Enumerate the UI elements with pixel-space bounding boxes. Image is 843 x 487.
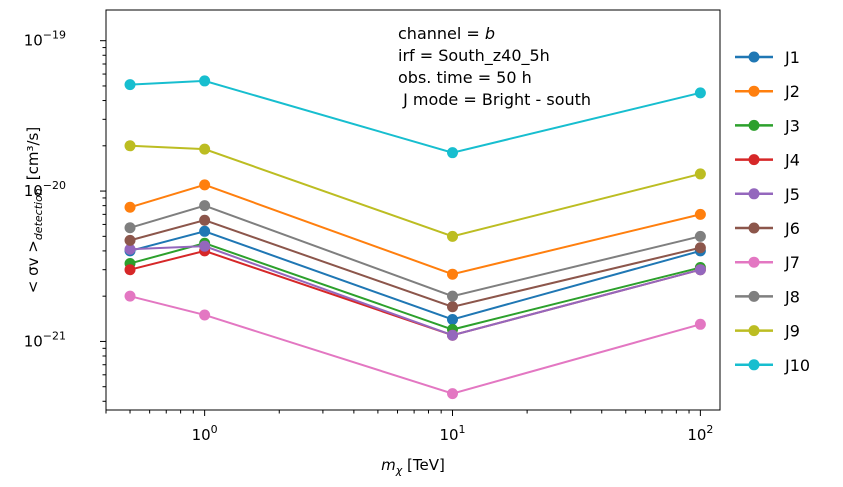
legend-marker xyxy=(748,290,760,302)
legend-label: J8 xyxy=(784,287,800,306)
y-tick-label: 10−21 xyxy=(24,329,66,350)
data-point-J2-1 xyxy=(199,179,211,191)
data-point-J2-0 xyxy=(124,201,136,213)
y-axis: 10−21 10−20 10−19 xyxy=(24,29,106,402)
x-axis-label: mχ [TeV] xyxy=(381,456,445,477)
series-line-J2 xyxy=(129,183,701,276)
data-point-J5-1 xyxy=(199,240,211,252)
legend-item-J10: J10 xyxy=(735,356,810,375)
legend-item-J2: J2 xyxy=(735,82,800,101)
data-point-J5-3 xyxy=(694,264,706,276)
data-point-J2-3 xyxy=(694,208,706,220)
legend-item-J1: J1 xyxy=(735,48,800,67)
series-line-J3 xyxy=(129,242,701,331)
series-J1 xyxy=(124,225,706,325)
legend-item-J8: J8 xyxy=(735,287,800,306)
data-point-J8-1 xyxy=(199,200,211,212)
x-tick-label: 101 xyxy=(439,423,465,444)
data-point-J9-3 xyxy=(694,168,706,180)
legend-item-J3: J3 xyxy=(735,116,800,135)
legend-item-J5: J5 xyxy=(735,185,800,204)
data-point-J6-2 xyxy=(447,301,459,313)
data-point-J2-2 xyxy=(447,268,459,280)
data-point-J7-2 xyxy=(447,388,459,400)
annotation-irf: irf = South_z40_5h xyxy=(398,46,550,66)
legend-marker xyxy=(748,256,760,268)
data-point-J1-2 xyxy=(447,313,459,325)
data-point-J6-1 xyxy=(199,214,211,226)
legend-label: J2 xyxy=(784,82,800,101)
series-J2 xyxy=(124,179,706,280)
series-line-J7 xyxy=(129,295,701,395)
annotation-channel: channel = b xyxy=(398,24,495,43)
data-point-J5-2 xyxy=(447,329,459,341)
data-point-J10-2 xyxy=(447,147,459,159)
legend-label: J7 xyxy=(784,253,800,272)
series-line-J9 xyxy=(129,144,701,238)
legend-marker xyxy=(748,154,760,166)
annotation-obs-time: obs. time = 50 h xyxy=(398,68,532,87)
legend-label: J5 xyxy=(784,185,800,204)
legend-item-J9: J9 xyxy=(735,322,800,341)
legend-marker xyxy=(748,51,760,63)
x-tick-label: 102 xyxy=(687,423,713,444)
data-point-J7-0 xyxy=(124,290,136,302)
data-point-J8-3 xyxy=(694,230,706,242)
data-point-J8-2 xyxy=(447,290,459,302)
data-point-J5-0 xyxy=(124,243,136,255)
series-J5 xyxy=(124,240,706,341)
data-point-J1-1 xyxy=(199,225,211,237)
legend-marker xyxy=(748,188,760,200)
series-line-J1 xyxy=(129,230,701,321)
annotation-block: channel = b irf = South_z40_5h obs. time… xyxy=(398,24,591,109)
series-J10 xyxy=(124,75,706,159)
data-point-J10-0 xyxy=(124,79,136,91)
data-point-J6-0 xyxy=(124,234,136,246)
data-point-J10-3 xyxy=(694,87,706,99)
data-point-J6-3 xyxy=(694,242,706,254)
legend-marker xyxy=(748,222,760,234)
series-line-J8 xyxy=(129,204,701,298)
series-J8 xyxy=(124,200,706,302)
series-J9 xyxy=(124,140,706,242)
y-tick-label: 10−19 xyxy=(24,29,66,50)
data-point-J10-1 xyxy=(199,75,211,87)
data-point-J9-1 xyxy=(199,143,211,155)
data-point-J9-0 xyxy=(124,140,136,152)
legend-marker xyxy=(748,359,760,371)
legend-label: J10 xyxy=(784,356,810,375)
x-axis: 100 101 102 xyxy=(105,410,713,444)
legend-label: J6 xyxy=(784,219,800,238)
legend-label: J4 xyxy=(784,151,800,170)
data-point-J7-3 xyxy=(694,318,706,330)
series-line-J10 xyxy=(129,79,701,154)
legend-label: J9 xyxy=(784,322,800,341)
data-point-J7-1 xyxy=(199,309,211,321)
legend-marker xyxy=(748,325,760,337)
legend-marker xyxy=(748,119,760,131)
legend-item-J6: J6 xyxy=(735,219,800,238)
legend-label: J1 xyxy=(784,48,800,67)
y-tick-label: 10−20 xyxy=(24,179,66,200)
series-line-J5 xyxy=(129,245,701,337)
data-point-J8-0 xyxy=(124,222,136,234)
legend-label: J3 xyxy=(784,116,800,135)
legend-item-J4: J4 xyxy=(735,151,800,170)
series-line-J6 xyxy=(129,219,701,308)
x-tick-label: 100 xyxy=(192,423,218,444)
data-point-J4-0 xyxy=(124,264,136,276)
legend-marker xyxy=(748,85,760,97)
y-axis-label: < σv >detection[cm³/s] xyxy=(24,127,45,293)
series-J7 xyxy=(124,290,706,400)
data-point-J9-2 xyxy=(447,230,459,242)
annotation-j-mode: J mode = Bright - south xyxy=(398,90,591,109)
plot-frame xyxy=(105,9,721,411)
series-J6 xyxy=(124,214,706,313)
legend-item-J7: J7 xyxy=(735,253,800,272)
series-layer xyxy=(124,75,706,400)
